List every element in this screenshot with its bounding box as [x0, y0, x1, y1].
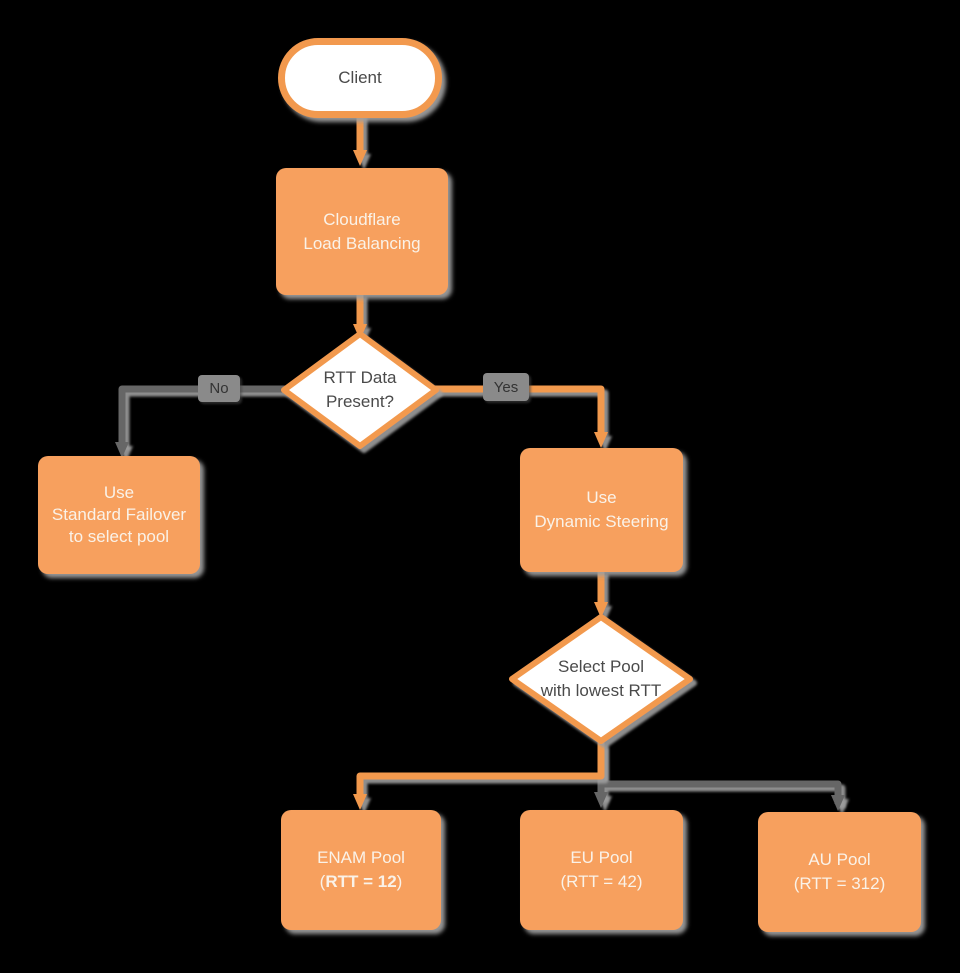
- rtt-decision-line1: RTT Data: [323, 368, 397, 387]
- no-label-text: No: [209, 380, 229, 397]
- select-pool-line1: Select Pool: [558, 657, 644, 676]
- au-pool-line1: AU Pool: [808, 850, 871, 869]
- load-balancer-line1: Cloudflare: [323, 209, 401, 229]
- eu-pool-line1: EU Pool: [570, 848, 633, 867]
- arrowhead-no-branch: [115, 442, 129, 458]
- node-dynamic-steering: Use Dynamic Steering: [520, 448, 683, 572]
- enam-pool-line2: (RTT = 12): [320, 870, 403, 894]
- edge-label-yes: Yes: [483, 373, 529, 401]
- dynamic-steering-line1: Use: [586, 488, 617, 507]
- enam-rtt-close-paren: ): [396, 872, 403, 891]
- node-rtt-decision-label: RTT Data Present?: [290, 360, 430, 420]
- enam-pool-line1: ENAM Pool: [317, 848, 405, 867]
- node-au-pool: AU Pool (RTT = 312): [758, 812, 921, 932]
- client-label: Client: [338, 68, 382, 87]
- enam-rtt-open-paren: (: [319, 872, 326, 891]
- node-standard-failover: Use Standard Failover to select pool: [38, 456, 200, 574]
- select-pool-line2: with lowest RTT: [540, 681, 662, 700]
- rtt-decision-line2: Present?: [325, 392, 395, 411]
- arrowhead-eu-pool: [594, 792, 608, 808]
- enam-rtt-value: RTT = 12: [325, 872, 397, 891]
- arrowhead-lb: [353, 150, 367, 166]
- standard-failover-line3: to select pool: [68, 527, 170, 546]
- node-client: Client: [278, 38, 442, 118]
- node-eu-pool: EU Pool (RTT = 42): [520, 810, 683, 930]
- arrowhead-au-pool: [831, 795, 845, 811]
- edge-to-au-pool: [601, 780, 842, 804]
- arrowhead-select-pool: [594, 602, 608, 618]
- dynamic-steering-line2: Dynamic Steering: [534, 512, 669, 531]
- node-select-pool-label: Select Pool with lowest RTT: [521, 649, 681, 709]
- select-pool-diamond: [509, 614, 693, 744]
- arrowhead-enam-pool: [353, 794, 367, 810]
- edge-to-enam-pool: [356, 741, 605, 795]
- standard-failover-line1: Use: [103, 483, 135, 502]
- rtt-decision-diamond: [281, 331, 439, 449]
- load-balancer-line2: Load Balancing: [303, 233, 421, 253]
- standard-failover-line2: Standard Failover: [51, 505, 187, 524]
- node-enam-pool: ENAM Pool (RTT = 12): [281, 810, 441, 930]
- arrowhead-steering: [594, 432, 608, 448]
- node-load-balancer: Cloudflare Load Balancing: [276, 168, 448, 295]
- edge-label-no: No: [198, 375, 240, 402]
- yes-label-text: Yes: [493, 378, 519, 396]
- eu-pool-line2: (RTT = 42): [560, 872, 643, 891]
- au-pool-line2: (RTT = 312): [793, 874, 886, 893]
